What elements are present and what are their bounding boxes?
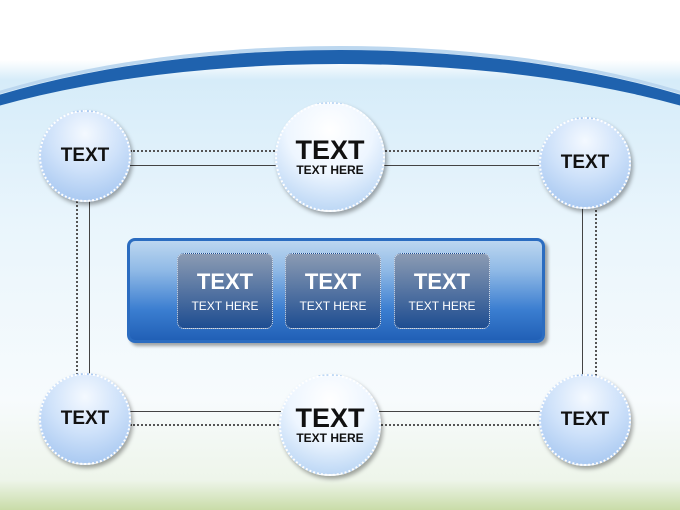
node-title: TEXT — [560, 152, 610, 173]
center-panel: TEXT TEXT HERE TEXT TEXT HERE TEXT TEXT HER… — [127, 238, 545, 343]
node-subtitle: TEXT HERE — [296, 163, 364, 177]
panel-box-3: TEXT TEXT HERE — [394, 253, 490, 329]
connector-left-dotted — [76, 198, 78, 378]
node-title: TEXT — [60, 408, 110, 429]
node-top-left: TEXT — [39, 110, 131, 202]
node-bottom-right: TEXT — [539, 374, 631, 466]
connector-right-dotted — [595, 205, 597, 380]
connector-right-solid — [582, 205, 583, 380]
box-title: TEXT — [413, 269, 471, 294]
node-bottom-left: TEXT — [39, 373, 131, 465]
node-title: TEXT — [60, 145, 110, 166]
panel-box-1: TEXT TEXT HERE — [177, 253, 273, 329]
connector-left-solid — [89, 198, 90, 378]
node-title: TEXT — [295, 135, 365, 165]
node-title: TEXT — [560, 409, 610, 430]
header-arc-highlight — [0, 46, 680, 446]
box-subtitle: TEXT HERE — [299, 299, 367, 313]
node-title: TEXT — [295, 403, 365, 433]
panel-box-2: TEXT TEXT HERE — [285, 253, 381, 329]
box-title: TEXT — [304, 269, 362, 294]
node-subtitle: TEXT HERE — [296, 431, 364, 445]
box-title: TEXT — [196, 269, 254, 294]
box-subtitle: TEXT HERE — [191, 299, 259, 313]
box-subtitle: TEXT HERE — [408, 299, 476, 313]
node-top-right: TEXT — [539, 117, 631, 209]
